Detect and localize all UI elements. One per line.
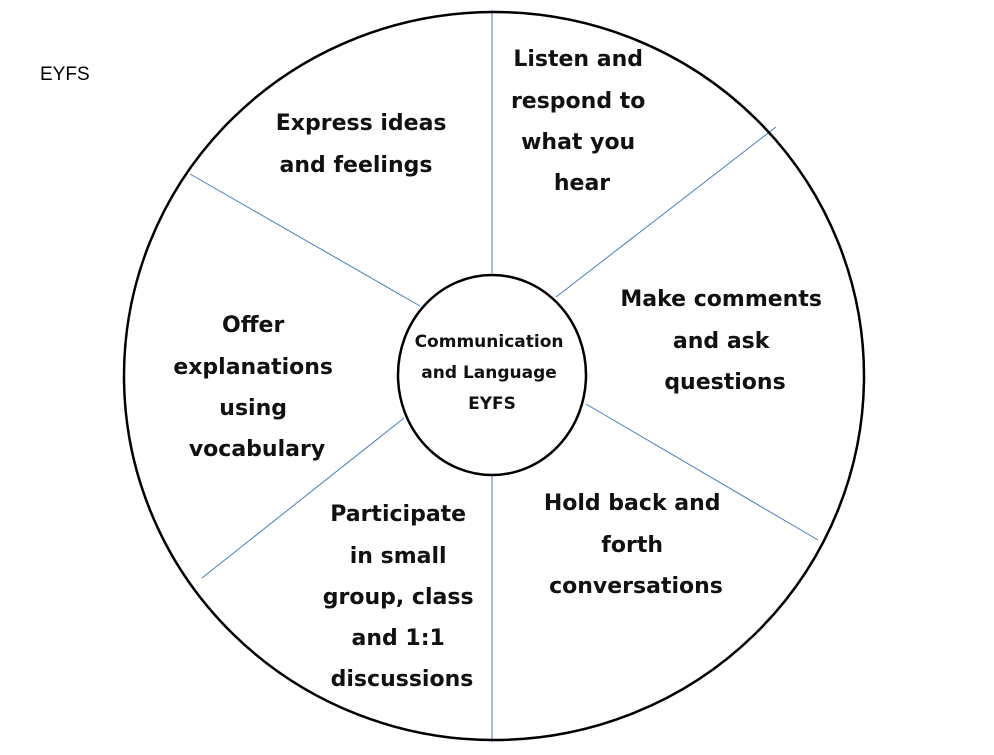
segment-label-line: forth	[601, 533, 663, 558]
center-label-line: Communication	[415, 332, 564, 352]
segment-label-line: Offer	[222, 313, 284, 338]
segment-label-line: questions	[664, 370, 785, 395]
segment-label-line: and feelings	[280, 153, 433, 178]
segment-label-line: Hold back and	[544, 491, 721, 516]
segment-label-line: explanations	[173, 355, 333, 380]
segment-conversations: Hold back and forth conversations	[544, 491, 728, 599]
segment-label-line: vocabulary	[189, 437, 325, 462]
segment-label-line: Participate	[330, 502, 466, 527]
divider-lower-left	[201, 417, 405, 579]
divider-upper-left	[189, 173, 421, 307]
divider-lower-right	[585, 403, 819, 541]
center-circle	[396, 273, 588, 477]
divider-lines	[189, 10, 819, 742]
segment-label-line: hear	[554, 171, 610, 196]
divider-upper-right	[555, 126, 777, 298]
segment-label-line: group, class	[323, 585, 474, 610]
segment-label-line: using	[219, 396, 287, 421]
segment-express-ideas: Express ideas and feelings	[276, 111, 454, 178]
segment-label-line: what you	[521, 130, 635, 155]
segment-label-line: Listen and	[513, 47, 643, 72]
corner-label: EYFS	[40, 64, 90, 85]
outer-circle	[122, 10, 866, 742]
segment-label-line: respond to	[511, 89, 645, 114]
segment-label-line: and 1:1	[352, 626, 445, 651]
segment-label-line: Make comments	[620, 287, 822, 312]
center-label-line: EYFS	[468, 394, 516, 414]
segment-participate-discussions: Participate in small group, class and 1:…	[323, 502, 481, 692]
segment-comments-and-questions: Make comments and ask questions	[620, 287, 829, 395]
segment-label-line: discussions	[331, 667, 474, 692]
segment-label-line: conversations	[549, 574, 723, 599]
segment-explanations-vocabulary: Offer explanations using vocabulary	[173, 313, 340, 462]
center-label: Communication and Language EYFS	[415, 332, 570, 414]
center-label-line: and Language	[421, 363, 557, 383]
segment-label-line: Express ideas	[276, 111, 447, 136]
segment-label-line: and ask	[673, 329, 771, 354]
segment-label-line: in small	[350, 544, 447, 569]
segment-listen-and-respond: Listen and respond to what you hear	[511, 47, 653, 196]
